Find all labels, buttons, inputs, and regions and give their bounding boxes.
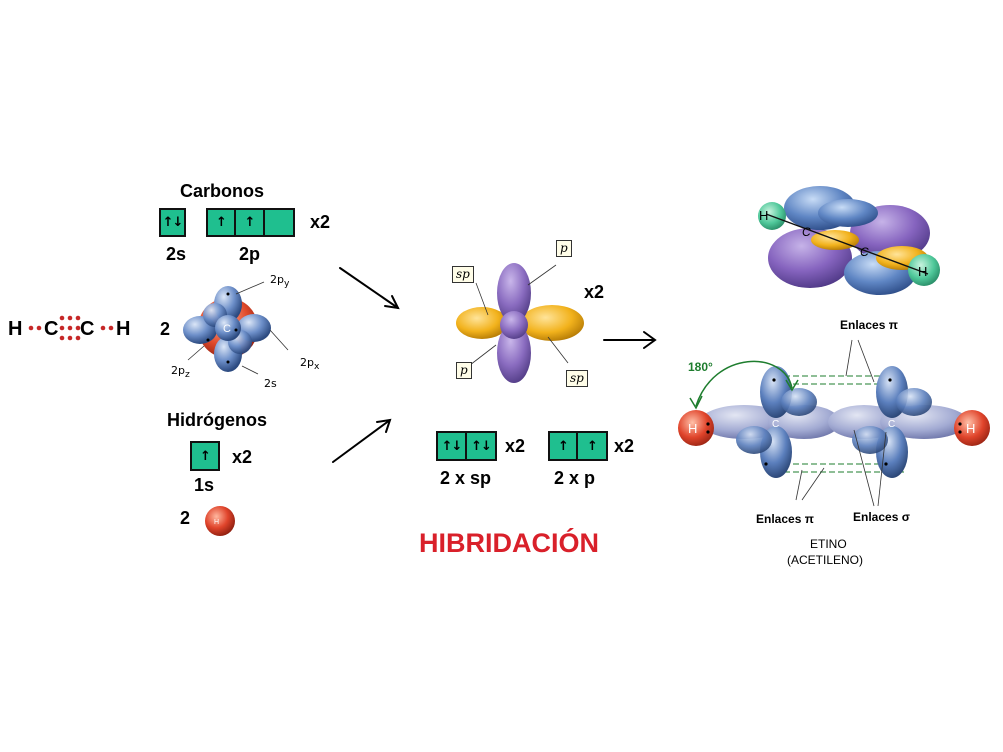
- label-1s: 1s: [194, 475, 215, 495]
- top-h-left: H: [759, 208, 768, 223]
- ethyne-bond-diagram: H C C H: [678, 339, 990, 507]
- label-2p: 2p: [239, 244, 261, 264]
- orbital-box: [265, 208, 295, 237]
- top-c-right: C: [860, 245, 869, 259]
- p-boxes: ↑ ↑: [548, 431, 608, 461]
- label-2s: 2s: [166, 244, 187, 264]
- ethyne-common-name: (ACETILENO): [787, 553, 864, 567]
- bottom-h-left: H: [688, 421, 697, 436]
- hydrogen-atom-count: 2: [180, 508, 191, 528]
- hibridacion-title: HIBRIDACIÓN: [419, 528, 599, 558]
- hybrid-multiplier: x2: [584, 282, 605, 302]
- orbital-box: ↑: [190, 441, 220, 471]
- orbital-box: ↑↓: [159, 208, 186, 237]
- carbon-multiplier: x2: [310, 212, 331, 232]
- lewis-h-right: H: [116, 318, 131, 340]
- carbon-2s-boxes: ↑↓: [159, 208, 186, 237]
- label-2s-orbital: 2s: [264, 377, 277, 390]
- tag-sp-bottom: sp: [566, 370, 588, 387]
- tag-sp-top: sp: [452, 266, 474, 283]
- lewis-c-right: C: [80, 318, 95, 340]
- bottom-c-left: C: [772, 419, 779, 430]
- tag-p-top: p: [556, 240, 572, 257]
- carbon-atom-orbitals: C: [183, 281, 289, 375]
- orbital-box: ↑: [206, 208, 236, 237]
- orbital-box: ↑: [578, 431, 608, 461]
- label-2px: 2px: [300, 356, 320, 373]
- hydrogen-atom-sphere: H: [205, 506, 235, 536]
- atom-center-label: C: [223, 323, 231, 335]
- top-c-left: C: [802, 225, 811, 239]
- orbital-box: ↑↓: [467, 431, 497, 461]
- sigma-bonds-label: Enlaces σ: [853, 510, 910, 524]
- pi-bonds-bottom-label: Enlaces π: [756, 512, 814, 526]
- label-2py: 2py: [270, 273, 290, 290]
- angle-label: 180°: [688, 360, 713, 374]
- orbital-box: ↑: [236, 208, 265, 237]
- tag-p-bottom: p: [456, 362, 472, 379]
- sp-hybrid-orbital: [456, 263, 584, 383]
- orbital-box: ↑↓: [436, 431, 467, 461]
- p-multiplier: x2: [614, 436, 635, 456]
- sp-boxes: ↑↓ ↑↓: [436, 431, 497, 461]
- sp-multiplier: x2: [505, 436, 526, 456]
- lewis-c-left: C: [44, 318, 59, 340]
- carbon-2p-boxes: ↑ ↑: [206, 208, 295, 237]
- hidrogenos-title: Hidrógenos: [167, 410, 268, 430]
- label-2xp: 2 x p: [554, 468, 596, 488]
- bottom-h-right: H: [966, 421, 975, 436]
- carbon-atom-count: 2: [160, 319, 171, 339]
- hydrogen-atom-label: H: [214, 519, 219, 526]
- ethyne-name: ETINO: [810, 537, 847, 551]
- top-h-right: H: [918, 264, 927, 279]
- lewis-electron-dots: [28, 315, 114, 341]
- ethyne-top-model: H C C H: [758, 186, 940, 295]
- label-2xsp: 2 x sp: [440, 468, 492, 488]
- carbonos-title: Carbonos: [180, 181, 265, 201]
- pi-bonds-top-label: Enlaces π: [840, 318, 898, 332]
- hydrogen-multiplier: x2: [232, 447, 253, 467]
- hydrogen-1s-box: ↑: [190, 441, 220, 471]
- label-2pz: 2pz: [171, 364, 190, 381]
- lewis-h-left: H: [8, 318, 23, 340]
- bottom-c-right: C: [888, 419, 895, 430]
- orbital-box: ↑: [548, 431, 578, 461]
